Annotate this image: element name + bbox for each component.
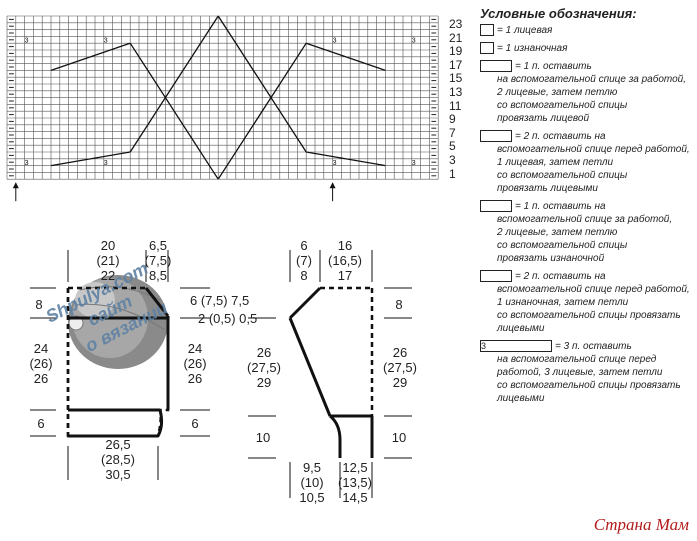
cross-label: 3 — [333, 160, 337, 167]
legend-item: 3= 3 п. оставить на вспомогательной спице… — [480, 340, 681, 405]
legend-text: провязать лицевой — [497, 113, 590, 124]
legend-item: = 1 изнаночная — [480, 42, 567, 55]
row-number: 13 — [449, 85, 463, 99]
legend-text: = 3 п. оставить — [555, 341, 632, 352]
legend-text: = 2 п. оставить на — [515, 131, 606, 142]
legend-text: со вспомогательной спицы — [497, 170, 628, 181]
yarn-ball-icon — [68, 275, 168, 369]
legend-text: вспомогательной спице перед работой, — [497, 144, 690, 155]
cross-label: 3 — [412, 160, 416, 167]
legend-text: = 1 лицевая — [497, 25, 553, 36]
row-number: 19 — [449, 44, 463, 59]
legend-item: = 2 п. оставить на вспомогательной спице … — [480, 130, 690, 195]
legend-text: 2 лицевые, затем петлю — [497, 87, 618, 98]
sleeve-cuff-left: 10 — [255, 430, 271, 445]
purl-stitch-icon — [480, 42, 494, 55]
legend-item: = 2 п. оставить на вспомогательной спице … — [480, 270, 690, 335]
sleeve-top-right: 16(16,5)17 — [328, 238, 362, 283]
cross-2-front-knit-icon — [480, 130, 512, 143]
legend-text: работой, 3 лицевые, затем петли — [497, 367, 663, 378]
cross-1-back-purl-icon — [480, 200, 512, 213]
row-number: 21 — [449, 30, 463, 45]
knit-stitch-icon — [480, 24, 494, 37]
sleeve-piece-outline — [288, 286, 374, 458]
cross-label: 3 — [25, 38, 29, 45]
legend-text: со вспомогательной спицы провязать — [497, 380, 681, 391]
back-hem-left: 6 — [37, 416, 45, 431]
legend-text: 1 лицевая, затем петли — [497, 157, 614, 168]
legend-text: со вспомогательной спицы — [497, 240, 628, 251]
back-side-height-right: 24(26)26 — [183, 341, 207, 386]
cable-line — [305, 42, 386, 72]
sleeve-bottom-right: 12,5(13,5)14,5 — [338, 460, 372, 505]
legend-text: провязать изнаночной — [497, 253, 605, 264]
legend-text: = 1 изнаночная — [497, 43, 568, 54]
legend-text: 1 изнаночная, затем петли — [497, 297, 629, 308]
sleeve-cap-right: 8 — [395, 297, 403, 312]
row-number: 17 — [449, 57, 463, 72]
legend-item: = 1 п. оставить на вспомогательной спице … — [480, 200, 672, 265]
back-piece-outline — [66, 286, 170, 438]
legend-text: на вспомогательной спице за работой, — [497, 74, 686, 85]
row-number: 15 — [449, 71, 463, 86]
cable-line — [50, 42, 131, 72]
back-bottom-width: 26,5(28,5)30,5 — [101, 437, 135, 482]
legend-text: 2 лицевые, затем петлю — [497, 227, 618, 238]
legend-text: вспомогательной спице перед работой, — [497, 284, 690, 295]
cross-label: 3 — [333, 38, 337, 45]
sleeve-bottom-left: 9,5(10)10,5 — [299, 460, 325, 505]
legend-text: со вспомогательной спицы — [497, 100, 628, 111]
legend-text: лицевыми — [497, 323, 545, 334]
back-shoulder-width: 6,5(7,5)8,5 — [144, 238, 172, 283]
back-side-height: 24(26)26 — [29, 341, 53, 386]
legend-text: = 1 п. оставить — [515, 61, 592, 72]
row-number: 3 — [449, 153, 456, 167]
cable-line — [217, 42, 307, 180]
legend-item: = 1 п. оставить на вспомогательной спице … — [480, 60, 686, 125]
cross-label: 3 — [412, 38, 416, 45]
cross-label: 3 — [104, 160, 108, 167]
row-number: 7 — [449, 125, 456, 140]
cross-3-front-icon: 3 — [480, 340, 552, 353]
back-neck-depth: 8 — [35, 297, 43, 312]
row-number: 23 — [449, 17, 463, 31]
legend-text: вспомогательной спице за работой, — [497, 214, 673, 225]
legend-text: = 1 п. оставить на — [515, 201, 606, 212]
back-armhole-1: 6 (7,5) 7,5 — [190, 293, 250, 308]
row-number: 11 — [449, 98, 462, 113]
back-hem-right: 6 — [191, 416, 199, 431]
legend-title: Условные обозначения: — [480, 6, 637, 21]
brand-logo: Страна Мам — [593, 515, 689, 534]
sleeve-top-left: 6(7)8 — [296, 238, 312, 283]
legend-text: на вспомогательной спице перед — [497, 354, 657, 365]
sleeve-length-left: 26(27,5)29 — [247, 345, 281, 390]
cross-label: 3 — [104, 38, 108, 45]
legend-text: лицевыми — [497, 393, 545, 404]
cross-1-back-knit-icon — [480, 60, 512, 73]
legend-text: провязать лицевыми — [497, 183, 598, 194]
row-number: 5 — [449, 139, 456, 154]
cable-line — [217, 15, 307, 153]
sleeve-cuff-right: 10 — [391, 430, 407, 445]
legend-item: = 1 лицевая — [480, 24, 552, 37]
row-number: 1 — [449, 166, 456, 181]
cable-line — [50, 151, 131, 167]
cable-line — [306, 151, 386, 167]
row-number: 9 — [449, 112, 456, 127]
legend-text: = 2 п. оставить на — [515, 271, 606, 282]
cross-label: 3 — [25, 160, 29, 167]
cable-line — [129, 42, 219, 180]
cross-2-front-purl-icon — [480, 270, 512, 283]
cable-line — [129, 15, 219, 153]
back-armhole-2: 2 (0,5) 0,5 — [198, 311, 258, 326]
back-top-width: 20(21)22 — [96, 238, 120, 283]
legend-text: со вспомогательной спицы провязать — [497, 310, 681, 321]
sleeve-length-right: 26(27,5)29 — [383, 345, 417, 390]
